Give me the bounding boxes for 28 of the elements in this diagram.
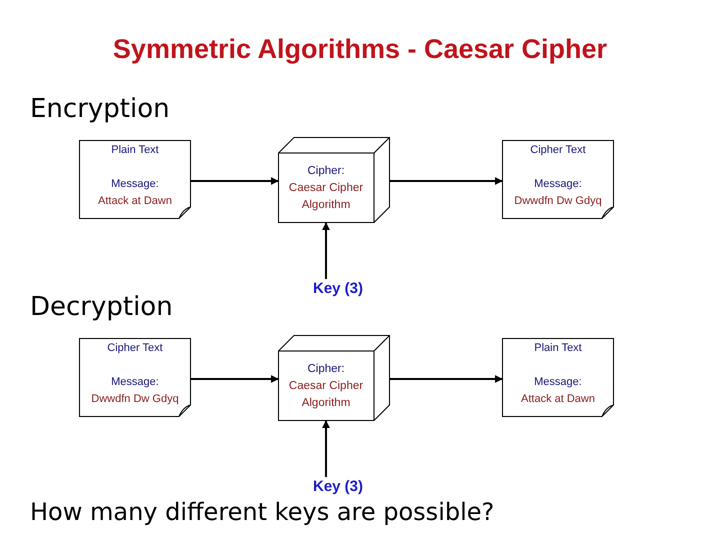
arrow: [390, 177, 503, 185]
document-heading: Plain Text: [110, 143, 160, 157]
message-text: Dwwdfn Dw Gdyq: [513, 194, 603, 208]
message-text: Attack at Dawn: [97, 194, 173, 208]
document-heading: Cipher Text: [529, 143, 587, 157]
arrow: [390, 375, 503, 383]
algorithm-name: Caesar Cipher Algorithm: [288, 180, 364, 212]
section-heading: Encryption: [30, 94, 170, 124]
title: Symmetric Algorithms - Caesar Cipher: [112, 34, 608, 65]
arrow: [322, 420, 330, 477]
field-label: Message:: [110, 375, 160, 389]
field-label: Message:: [110, 177, 160, 191]
message-text: Attack at Dawn: [520, 392, 596, 406]
question-text: How many different keys are possible?: [30, 498, 494, 526]
cipher-label: Cipher:: [306, 164, 346, 178]
field-label: Message:: [533, 375, 583, 389]
key-label: Key (3): [312, 477, 364, 497]
cipher-label: Cipher:: [306, 362, 346, 376]
arrow: [191, 177, 279, 185]
arrow: [322, 222, 330, 279]
document-heading: Plain Text: [533, 341, 583, 355]
section-heading: Decryption: [30, 292, 173, 322]
algorithm-name: Caesar Cipher Algorithm: [288, 378, 364, 410]
document-heading: Cipher Text: [106, 341, 164, 355]
message-text: Dwwdfn Dw Gdyq: [90, 392, 180, 406]
key-label: Key (3): [312, 279, 364, 299]
arrow: [191, 375, 279, 383]
field-label: Message:: [533, 177, 583, 191]
